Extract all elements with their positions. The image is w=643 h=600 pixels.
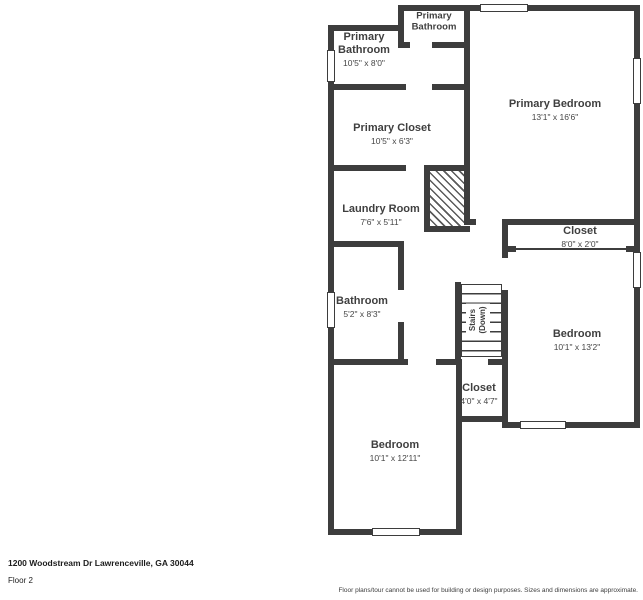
disclaimer-text: Floor plans/tour cannot be used for buil… — [338, 587, 638, 594]
room-name: Bedroom — [552, 327, 602, 340]
wall — [464, 5, 470, 225]
room-name: Primary Bedroom — [508, 97, 602, 110]
room-dims: 13'1" x 16'6" — [531, 112, 579, 122]
room-dims: 5'2" x 8'3" — [343, 309, 381, 319]
room-label-closet-lower: Closet 4'0" x 4'7" — [460, 382, 497, 406]
wall — [502, 219, 508, 258]
wall — [506, 219, 640, 225]
room-label-primary-bathroom-upper: Primary Bathroom — [403, 11, 465, 34]
room-label-primary-closet: Primary Closet 10'5" x 6'3" — [353, 122, 431, 146]
wall — [455, 282, 461, 359]
room-name: Laundry Room — [342, 202, 420, 215]
wall — [398, 322, 404, 365]
window — [480, 4, 528, 12]
room-name: Bathroom — [336, 294, 388, 307]
room-dims: 4'0" x 4'7" — [460, 396, 498, 406]
room-name: Primary Bathroom — [338, 31, 390, 57]
window — [372, 528, 420, 536]
room-name: Primary Bathroom — [411, 10, 457, 33]
wall — [432, 42, 470, 48]
wall — [328, 84, 406, 90]
wall — [634, 5, 640, 428]
stairwell-opening-hatch — [430, 171, 464, 226]
room-dims: 8'0" x 2'0" — [561, 239, 599, 249]
wall — [456, 416, 508, 422]
wall — [398, 42, 410, 48]
room-label-bedroom-right: Bedroom 10'1" x 13'2" — [553, 328, 601, 352]
window — [633, 252, 641, 288]
wall — [328, 25, 404, 31]
room-label-primary-bedroom: Primary Bedroom 13'1" x 16'6" — [509, 98, 601, 122]
wall — [432, 84, 470, 90]
wall — [464, 219, 476, 225]
room-name: Closet — [563, 224, 597, 237]
room-label-bathroom: Bathroom 5'2" x 8'3" — [336, 295, 388, 319]
window — [633, 58, 641, 104]
room-name: Closet — [462, 381, 496, 394]
room-name: Primary Closet — [353, 121, 431, 134]
wall — [488, 359, 508, 365]
room-dims: 7'6" x 5'11" — [360, 217, 402, 227]
wall — [502, 290, 508, 428]
stairs-line1: Stairs — [468, 308, 477, 332]
closet-door-line — [514, 248, 628, 250]
window — [327, 50, 335, 82]
wall — [424, 226, 470, 232]
wall — [328, 165, 406, 171]
room-label-primary-bathroom: Primary Bathroom 10'5" x 8'0" — [333, 31, 395, 69]
wall — [430, 165, 470, 171]
room-label-closet-upper: Closet 8'0" x 2'0" — [561, 225, 598, 249]
stairs-line2: (Down) — [478, 306, 487, 334]
wall — [456, 359, 462, 535]
window — [520, 421, 566, 429]
room-dims: 10'1" x 13'2" — [553, 342, 601, 352]
wall — [398, 5, 404, 48]
wall — [398, 241, 404, 290]
wall — [328, 241, 404, 247]
room-label-laundry-room: Laundry Room 7'6" x 5'11" — [342, 203, 420, 227]
property-address: 1200 Woodstream Dr Lawrenceville, GA 300… — [8, 558, 194, 568]
wall — [502, 246, 516, 252]
room-dims: 10'5" x 6'3" — [371, 136, 413, 146]
floor-label: Floor 2 — [8, 576, 33, 585]
room-label-bedroom-bottom: Bedroom 10'1" x 12'11" — [370, 439, 421, 463]
wall — [502, 422, 640, 428]
room-dims: 10'5" x 8'0" — [343, 58, 385, 69]
window — [327, 292, 335, 328]
stairs-label: Stairs (Down) — [466, 303, 490, 337]
wall — [328, 25, 334, 535]
wall — [626, 246, 640, 252]
wall — [328, 359, 408, 365]
room-dims: 10'1" x 12'11" — [369, 453, 421, 463]
wall — [424, 165, 430, 232]
room-name: Bedroom — [370, 438, 420, 451]
wall — [436, 359, 460, 365]
